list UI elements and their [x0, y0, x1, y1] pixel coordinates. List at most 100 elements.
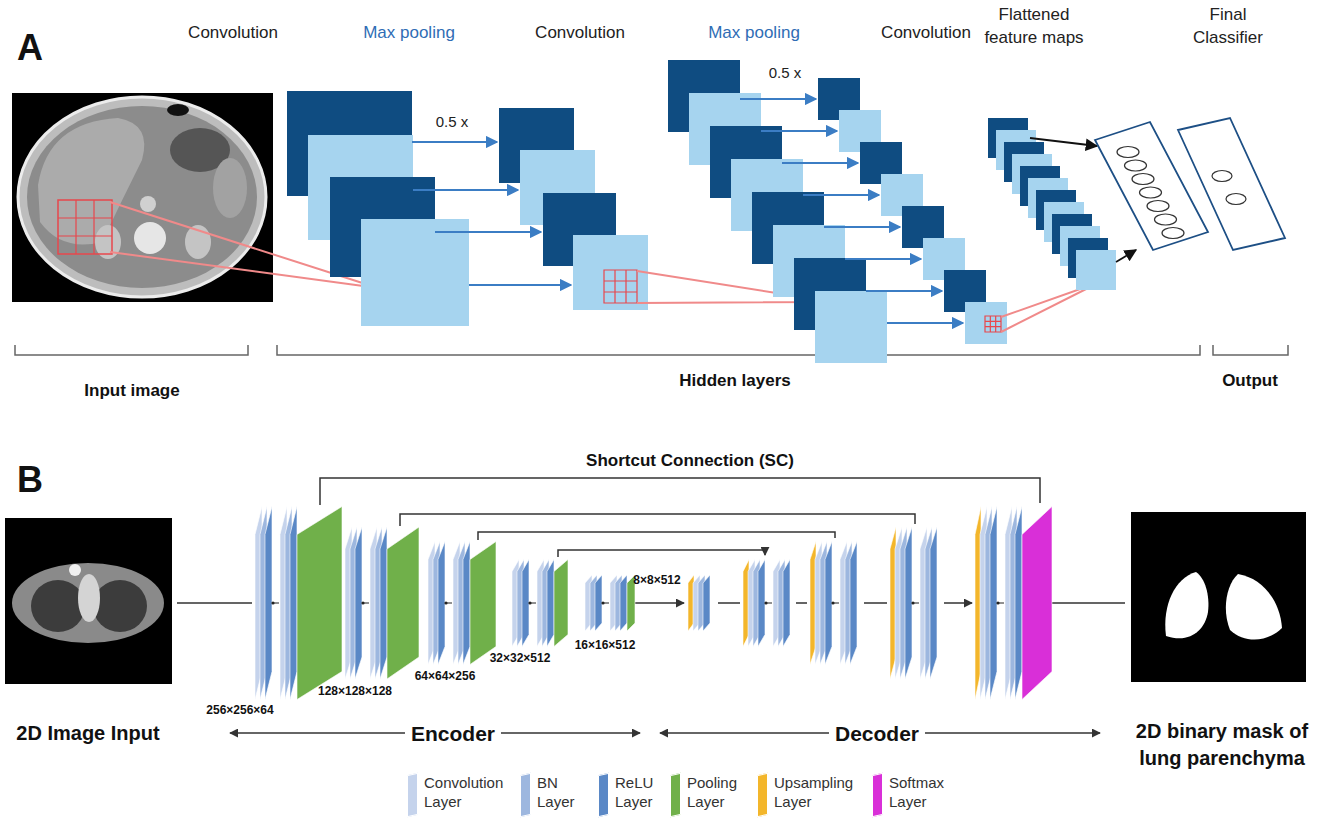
- pooling-layer: [554, 560, 568, 647]
- relu-layer: [463, 542, 470, 665]
- kernel-grid: [58, 200, 112, 254]
- neuron: [1162, 228, 1184, 239]
- mediastinum: [78, 574, 100, 622]
- relu-layer: [547, 560, 554, 647]
- mask-image: [1131, 512, 1306, 682]
- mri-image: [5, 518, 172, 684]
- connector-dot: [364, 603, 369, 604]
- aorta: [140, 196, 156, 212]
- legend-text: BN Layer: [537, 774, 587, 812]
- legend-swatch: [872, 773, 883, 817]
- relu-layer: [905, 527, 912, 679]
- connector-dot: [767, 603, 772, 604]
- legend-text: Upsampling Layer: [774, 774, 866, 812]
- relu-layer: [850, 542, 857, 665]
- dimension-label: 16×16×512: [575, 637, 636, 653]
- ct-image: [12, 93, 273, 302]
- body-fat: [27, 106, 257, 288]
- caption-label: 0.5 x: [436, 112, 469, 132]
- relu-layer: [620, 575, 627, 631]
- softmax-layer: [1022, 507, 1052, 700]
- feature-map: [965, 302, 1007, 344]
- neuron: [1140, 187, 1162, 198]
- caption-label: 2D binary mask of lung parenchyma: [1117, 718, 1327, 772]
- vertebra: [134, 222, 166, 254]
- panel-letter: A: [17, 24, 43, 73]
- legend-item: Convolution Layer: [407, 774, 519, 816]
- relu-layer: [703, 575, 710, 631]
- relu-layer: [595, 575, 602, 631]
- legend-item: BN Layer: [520, 774, 587, 816]
- caption-label: Convolution: [535, 22, 625, 45]
- feature-map: [815, 291, 887, 363]
- flow-arrow: [412, 141, 497, 143]
- image-frame: [12, 93, 273, 302]
- neuron: [1226, 194, 1246, 205]
- lung: [93, 580, 147, 632]
- legend-item: Pooling Layer: [670, 774, 749, 816]
- pooling-layer: [387, 527, 419, 679]
- relu-layer: [930, 527, 937, 679]
- caption-label: 2D Image Input: [16, 720, 159, 747]
- relu-layer: [825, 542, 832, 665]
- connector-dot: [834, 603, 839, 604]
- caption-label: Max pooling: [363, 22, 455, 45]
- feature-map: [573, 235, 648, 310]
- pooling-layer: [470, 542, 496, 665]
- flow-arrow: [1116, 250, 1136, 262]
- neuron: [1212, 171, 1232, 182]
- caption-label: Convolution: [188, 22, 278, 45]
- flow-arrow: [803, 194, 879, 196]
- neuron: [1147, 201, 1169, 212]
- image-frame: [5, 518, 172, 684]
- caption-label: Flattened feature maps: [979, 4, 1089, 50]
- neuron: [1132, 174, 1154, 185]
- flow-arrow: [740, 98, 816, 100]
- lung-mask: [1226, 574, 1282, 640]
- relu-layer: [290, 507, 297, 700]
- connector-dot: [604, 603, 609, 604]
- connector-dot: [999, 603, 1004, 604]
- dimension-label: 8×8×512: [633, 572, 680, 588]
- legend-swatch: [598, 773, 609, 817]
- caption-label: Decoder: [829, 720, 925, 748]
- legend-swatch: [757, 773, 768, 817]
- kernel-grid: [58, 200, 112, 254]
- relu-layer: [355, 527, 362, 679]
- caption-label: Final Classifier: [1183, 4, 1273, 50]
- relu-layer: [990, 507, 997, 700]
- relu-layer: [265, 507, 272, 700]
- dimension-label: 256×256×64: [206, 702, 273, 718]
- caption-label: 0.5 x: [769, 63, 802, 83]
- connector-dot: [274, 603, 279, 604]
- lung-mask: [1165, 572, 1208, 638]
- gas: [167, 104, 189, 116]
- feature-map: [361, 219, 469, 326]
- flow-arrow: [866, 290, 942, 292]
- legend-text: ReLU Layer: [615, 774, 665, 812]
- neuron: [1125, 160, 1147, 171]
- spleen: [213, 158, 247, 218]
- legend-text: Convolution Layer: [424, 774, 519, 812]
- chest: [12, 563, 164, 643]
- relu-layer: [522, 560, 529, 647]
- caption-label: Convolution: [881, 22, 971, 45]
- legend-item: ReLU Layer: [598, 774, 665, 816]
- vessel: [69, 564, 81, 576]
- legend-text: Pooling Layer: [687, 774, 749, 812]
- neuron: [1117, 147, 1139, 158]
- connector-dot: [914, 603, 919, 604]
- caption-label: Input image: [84, 380, 179, 403]
- liver: [38, 118, 144, 245]
- relu-layer: [758, 560, 765, 647]
- dimension-label: 64×64×256: [415, 668, 476, 684]
- lung: [31, 580, 85, 632]
- flow-arrow: [469, 284, 571, 286]
- relu-layer: [783, 560, 790, 647]
- caption-label: Hidden layers: [679, 370, 791, 393]
- classifier-layer: [1178, 118, 1285, 250]
- caption-label: Shortcut Connection (SC): [580, 450, 800, 473]
- kernel-grid: [985, 316, 1001, 332]
- caption-label: Output: [1222, 370, 1278, 393]
- flow-arrow: [824, 226, 900, 228]
